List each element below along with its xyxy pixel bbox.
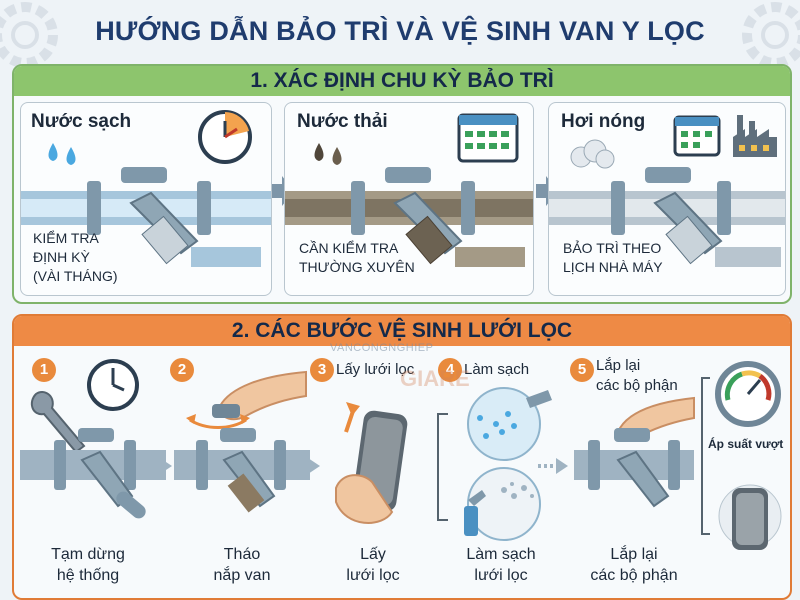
card-label: Nước thải <box>297 111 388 132</box>
caption-line: Lấy <box>360 546 386 563</box>
y-strainer-icon <box>174 428 310 513</box>
y-strainer-icon <box>549 167 785 267</box>
caption-line: (VÀI THÁNG) <box>33 268 118 284</box>
caption-line: lưới lọc <box>474 567 528 584</box>
arrow-right-icon <box>536 176 558 206</box>
water-spray-icon <box>467 387 552 461</box>
flow-arrow-icon <box>538 458 568 474</box>
step-caption: Làm sạch lưới lọc <box>446 544 556 586</box>
watermark-text: VANCONGNGHIEP <box>330 342 434 354</box>
y-strainer-icon <box>285 167 533 267</box>
step-caption: Tạm dừng hệ thống <box>28 544 148 586</box>
caption-line: Tháo <box>223 546 261 563</box>
caption-line: KIỂM TRA <box>33 230 99 246</box>
label-line: Lắp lại <box>596 357 641 374</box>
page-title: HƯỚNG DẪN BẢO TRÌ VÀ VỆ SINH VAN Y LỌC <box>95 16 705 46</box>
gear-icon <box>0 2 58 68</box>
air-spray-icon <box>464 467 541 541</box>
pressure-label: Áp suất vượt <box>708 437 784 451</box>
pressure-gauge-icon <box>715 361 781 427</box>
caption-line: LỊCH NHÀ MÁY <box>563 259 663 275</box>
step-number: 5 <box>570 358 594 382</box>
step-caption: Tháo nắp van <box>182 544 302 586</box>
caption-line: hệ thống <box>56 567 120 584</box>
caption-line: Tạm dừng <box>51 546 125 563</box>
section-heading: 2. CÁC BƯỚC VỆ SINH LƯỚI LỌC <box>14 316 790 346</box>
filter-screen-icon <box>335 402 408 524</box>
card-caption: KIỂM TRA ĐỊNH KỲ (VÀI THÁNG) <box>33 229 118 286</box>
steam-card: Hơi nóng BẢO TRÌ <box>548 102 786 296</box>
maintenance-cycle-panel: 1. XÁC ĐỊNH CHU KỲ BẢO TRÌ Nước sạch KIỂ… <box>12 64 792 304</box>
factory-icon <box>733 115 777 157</box>
gear-icon <box>742 2 800 68</box>
y-strainer-icon <box>21 167 271 267</box>
waste-water-card: Nước thải CẦN KIỂM TRA THƯỜNG XUYÊN <box>284 102 534 296</box>
flow-arrow-icon <box>290 458 320 474</box>
clock-icon <box>87 359 139 411</box>
step-label: Làm sạch <box>464 361 530 378</box>
hand-icon <box>212 370 307 421</box>
card-label: Nước sạch <box>31 111 132 132</box>
caption-line: các bộ phận <box>590 567 678 584</box>
step-caption: Lấy lưới lọc <box>318 544 428 586</box>
caption-line: BẢO TRÌ THEO <box>563 240 662 256</box>
step-number: 3 <box>310 358 334 382</box>
bracket-icon <box>437 413 448 521</box>
step-number: 1 <box>32 358 56 382</box>
card-caption: CẦN KIỂM TRA THƯỜNG XUYÊN <box>299 239 415 277</box>
step-caption: Lắp lại các bộ phận <box>574 544 694 586</box>
caption-line: Làm sạch <box>466 546 536 563</box>
flow-arrow-icon <box>142 458 172 474</box>
step-label: Lấy lưới lọc <box>336 361 415 378</box>
dirty-drops-icon <box>314 143 342 165</box>
watermark-text: GIARE <box>400 366 470 391</box>
caption-line: nắp van <box>213 567 271 584</box>
caption-line: lưới lọc <box>346 567 400 584</box>
arrow-right-icon <box>272 176 294 206</box>
card-caption: BẢO TRÌ THEO LỊCH NHÀ MÁY <box>563 239 663 277</box>
calendar-icon <box>673 115 721 157</box>
filter-screen-icon <box>718 484 782 550</box>
y-strainer-icon <box>574 428 694 508</box>
clock-icon <box>198 110 252 164</box>
bracket-icon <box>701 377 710 535</box>
clean-water-card: Nước sạch KIỂM TRA ĐỊNH KỲ (VÀI THÁNG) <box>20 102 272 296</box>
step-number: 4 <box>438 358 462 382</box>
cleaning-steps-panel: 2. CÁC BƯỚC VỆ SINH LƯỚI LỌC 1 Tạm dừng … <box>12 314 792 600</box>
step-number: 2 <box>170 358 194 382</box>
label-line: các bộ phận <box>596 377 678 394</box>
water-drops-icon <box>48 143 76 165</box>
rotate-arrow-icon <box>186 414 250 429</box>
y-strainer-icon <box>20 428 166 519</box>
caption-line: CẦN KIỂM TRA <box>299 240 399 256</box>
step-label: Lắp lại các bộ phận <box>596 356 678 396</box>
calendar-icon <box>457 113 519 163</box>
steam-cloud-icon <box>570 139 615 169</box>
card-label: Hơi nóng <box>561 111 646 132</box>
wrench-icon <box>30 390 86 454</box>
caption-line: THƯỜNG XUYÊN <box>299 259 415 275</box>
caption-line: ĐỊNH KỲ <box>33 249 90 265</box>
section-heading: 1. XÁC ĐỊNH CHU KỲ BẢO TRÌ <box>14 66 790 96</box>
caption-line: Lắp lại <box>610 546 658 563</box>
